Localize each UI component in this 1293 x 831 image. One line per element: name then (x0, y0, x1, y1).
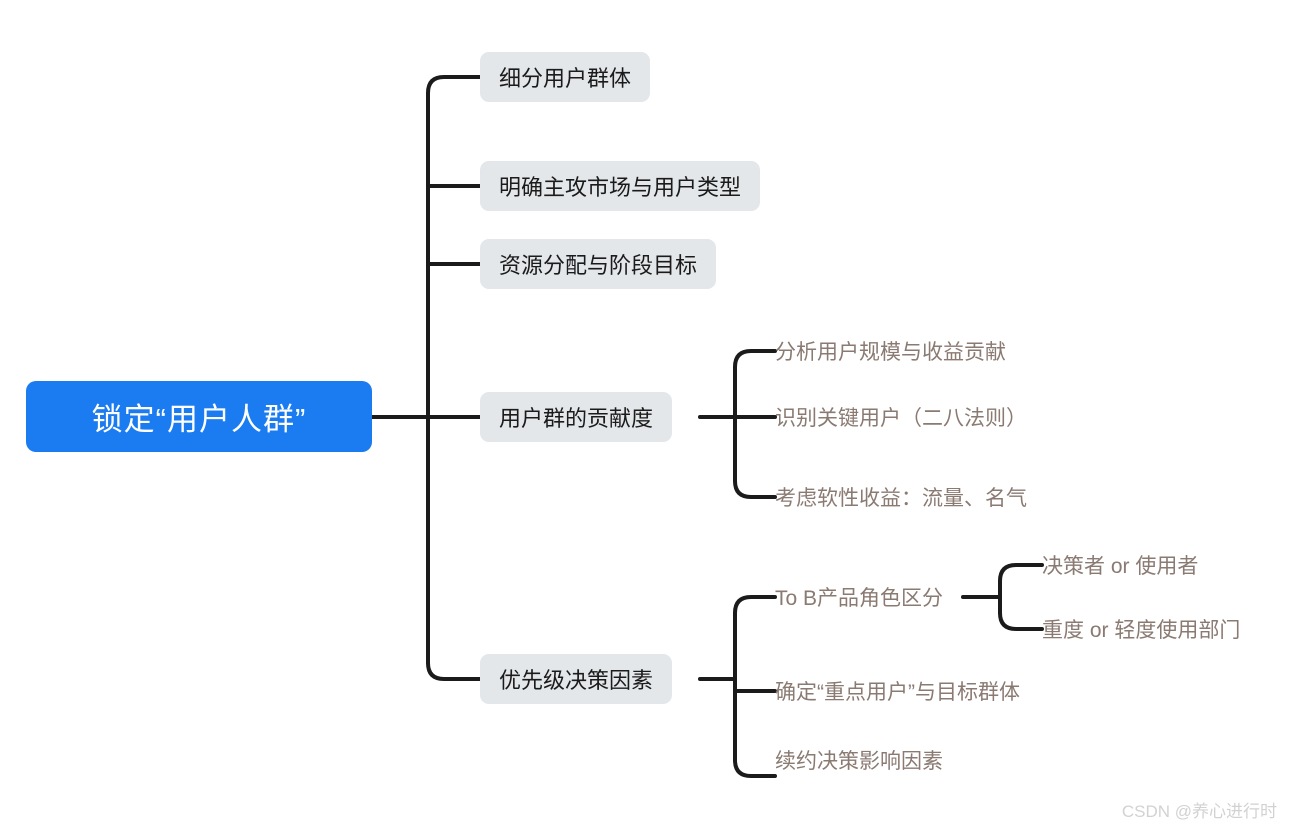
leaf-node-priority-2-label: 确定“重点用户”与目标群体 (775, 681, 1020, 704)
branch-node-2-label: 明确主攻市场与用户类型 (499, 175, 742, 200)
leaf-node-priority-2[interactable]: 确定“重点用户”与目标群体 (775, 675, 1020, 707)
branch-node-3[interactable]: 资源分配与阶段目标 (480, 239, 717, 289)
edge-branch-5 (426, 661, 482, 681)
branch-node-4-label: 用户群的贡献度 (499, 406, 654, 431)
leaf-node-priority-1-label: To B产品角色区分 (775, 587, 944, 610)
edge-sub5a-child-2 (998, 611, 1044, 631)
leaf-node-priority-3[interactable]: 续约决策影响因素 (775, 744, 943, 776)
edge-sub4-child-1 (733, 349, 777, 369)
leaf-node-priority-3-label: 续约决策影响因素 (775, 750, 943, 773)
leaf-node-role-1-label: 决策者 or 使用者 (1042, 555, 1199, 578)
leaf-node-role-1[interactable]: 决策者 or 使用者 (1042, 549, 1198, 581)
edge-branch-1 (426, 75, 482, 95)
root-node[interactable]: 锁定“用户人群” (26, 381, 372, 452)
leaf-node-contrib-2[interactable]: 识别关键用户（二八法则） (775, 401, 1027, 433)
edge-sub5-child-1 (733, 595, 777, 615)
watermark: CSDN @养心进行时 (1122, 797, 1277, 822)
branch-node-5-label: 优先级决策因素 (499, 668, 654, 693)
branch-node-4[interactable]: 用户群的贡献度 (480, 392, 673, 442)
leaf-node-role-2[interactable]: 重度 or 轻度使用部门 (1042, 613, 1240, 645)
root-node-label: 锁定“用户人群” (91, 402, 307, 437)
edge-sub4-child-3 (733, 479, 777, 499)
leaf-node-contrib-3[interactable]: 考虑软性收益：流量、名气 (775, 481, 1027, 513)
branch-node-1[interactable]: 细分用户群体 (480, 52, 651, 102)
leaf-node-contrib-1[interactable]: 分析用户规模与收益贡献 (775, 335, 1006, 367)
leaf-node-contrib-1-label: 分析用户规模与收益贡献 (775, 341, 1006, 364)
edge-sub5-child-3 (733, 758, 777, 778)
leaf-node-priority-1[interactable]: To B产品角色区分 (775, 581, 943, 613)
leaf-node-contrib-3-label: 考虑软性收益：流量、名气 (775, 487, 1027, 510)
watermark-text: CSDN @养心进行时 (1121, 802, 1277, 821)
edge-sub5a-child-1 (998, 563, 1044, 583)
branch-node-3-label: 资源分配与阶段目标 (499, 253, 698, 278)
leaf-node-contrib-2-label: 识别关键用户（二八法则） (775, 407, 1027, 430)
branch-node-1-label: 细分用户群体 (499, 66, 632, 91)
leaf-node-role-2-label: 重度 or 轻度使用部门 (1042, 619, 1241, 642)
branch-node-5[interactable]: 优先级决策因素 (480, 654, 673, 704)
branch-node-2[interactable]: 明确主攻市场与用户类型 (480, 161, 761, 211)
